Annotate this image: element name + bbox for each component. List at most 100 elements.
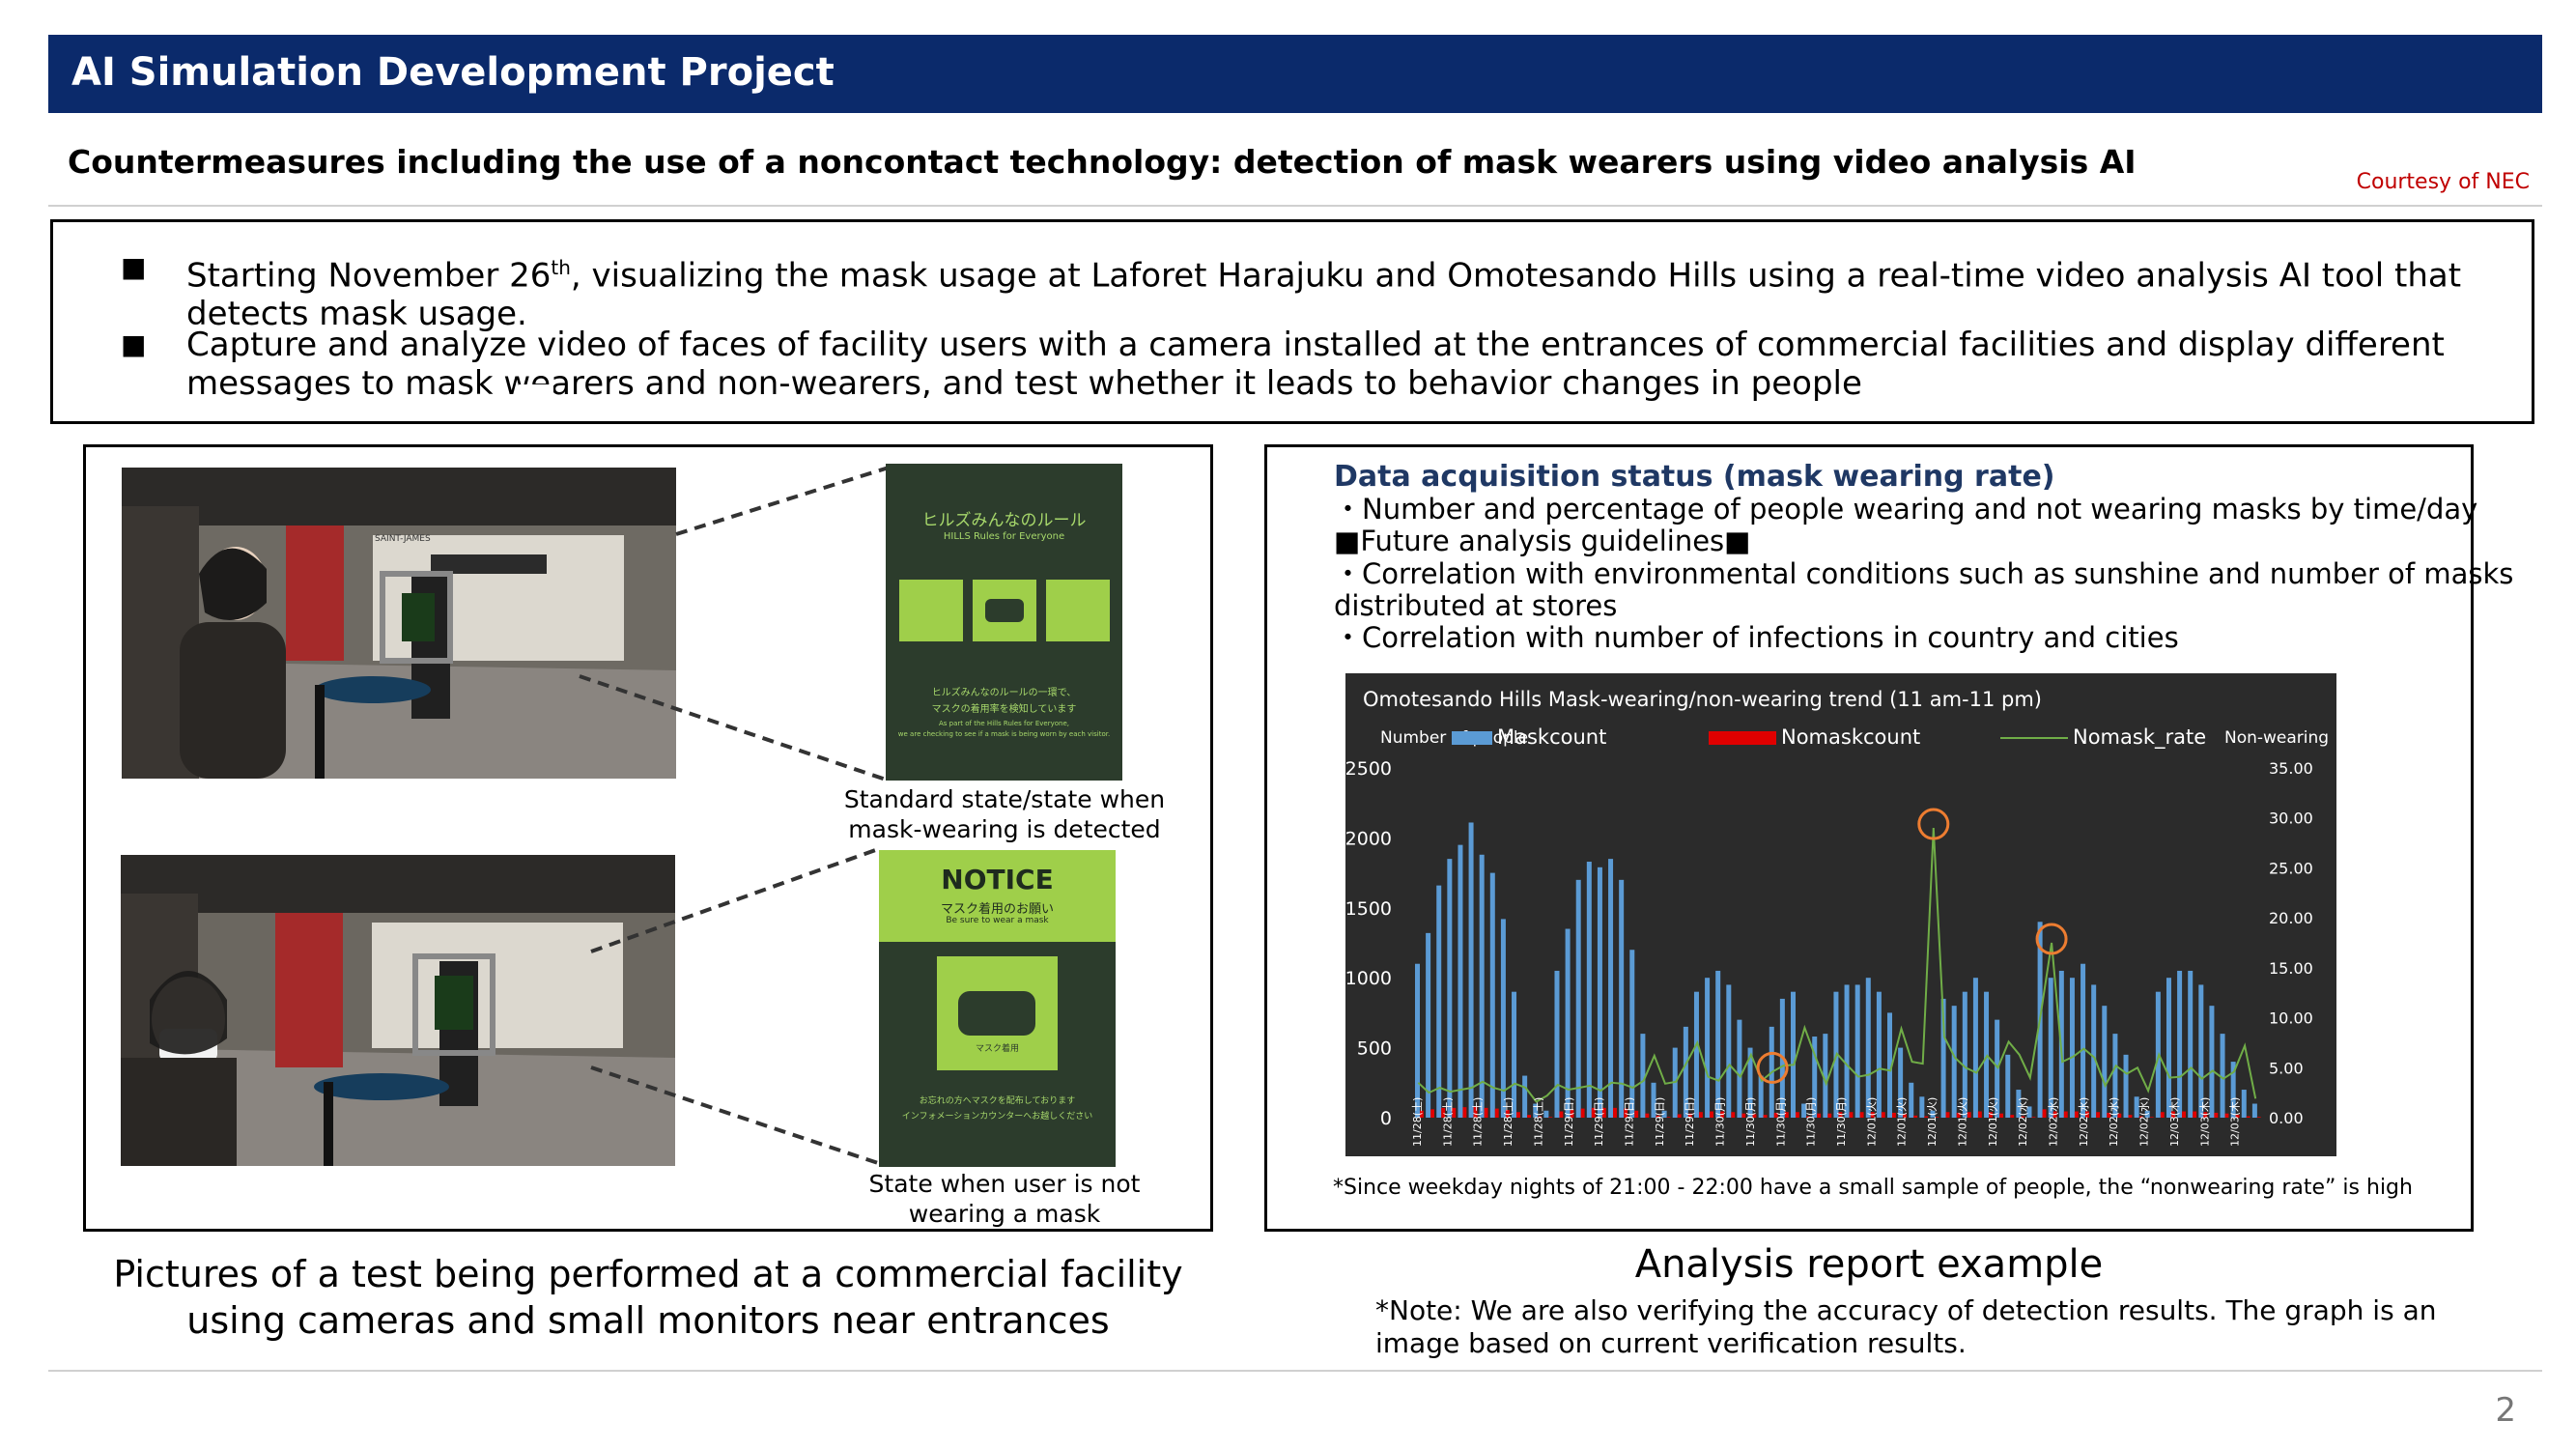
mask-count-bar: [1930, 1110, 1936, 1118]
mask-count-bar: [2230, 1062, 2236, 1118]
x-tick-label: 12/01(火): [1926, 1097, 1939, 1147]
no-mask-count-bar: [1849, 1112, 1854, 1118]
no-mask-count-bar: [2203, 1112, 2208, 1118]
footer-divider: [48, 1370, 2542, 1372]
mask-count-bar: [1500, 919, 1506, 1118]
no-mask-count-bar: [1527, 1115, 1532, 1118]
entrance-photo-1: [122, 468, 676, 779]
no-mask-count-bar: [1967, 1112, 1971, 1118]
page-number: 2: [2495, 1391, 2516, 1430]
x-tick-label: 11/28(土): [1502, 1097, 1514, 1147]
mask-count-bar: [2005, 1054, 2011, 1118]
x-tick-label: 12/01(火): [1956, 1097, 1968, 1147]
no-mask-count-bar: [1677, 1114, 1682, 1118]
legend-swatch-nomaskcount: [1709, 731, 1776, 745]
poster2-line4: お忘れの方へマスクを配布しております: [919, 1096, 1076, 1106]
mask-count-bar: [1972, 978, 1978, 1118]
chart-y2-axis-label: Non-wearing: [2224, 728, 2329, 748]
entrance-photo-1-illustration: [122, 468, 676, 779]
y2-tick-label: 5.00: [2269, 1059, 2304, 1077]
no-mask-count-bar: [1580, 1108, 1585, 1118]
mask-count-bar: [2166, 978, 2171, 1118]
legend-label-nomask-rate: Nomask_rate: [2073, 725, 2206, 750]
mask-count-bar: [1447, 859, 1453, 1118]
no-mask-count-bar: [2096, 1112, 2101, 1118]
mask-count-bar: [1962, 991, 1967, 1118]
mask-count-bar: [1651, 1082, 1656, 1118]
no-mask-count-bar: [1687, 1113, 1692, 1118]
no-mask-count-bar: [2074, 1111, 2079, 1118]
no-mask-count-bar: [1656, 1115, 1660, 1118]
analysis-panel: [1264, 444, 2474, 1232]
no-mask-count-bar: [1570, 1110, 1574, 1118]
no-mask-count-bar: [2182, 1111, 2186, 1118]
poster2-line2: Be sure to wear a mask: [946, 916, 1049, 925]
bullet-item: ■ Starting November 26th, visualizing th…: [121, 248, 2516, 333]
no-mask-count-bar: [1989, 1112, 1993, 1118]
no-mask-count-bar: [1505, 1110, 1510, 1118]
mask-count-bar: [1909, 1082, 1914, 1118]
verification-note: *Note: We are also verifying the accurac…: [1375, 1294, 2437, 1359]
photo-caption-line2: using cameras and small monitors near en…: [186, 1299, 1110, 1342]
mask-count-bar: [2251, 1103, 2257, 1118]
bullet-marker: ■: [121, 251, 147, 283]
y-tick-label: 1500: [1345, 898, 1392, 920]
legend-swatch-maskcount: [1452, 731, 1492, 745]
courtesy-note: Courtesy of NEC: [2356, 170, 2530, 194]
no-mask-count-bar: [1516, 1112, 1520, 1118]
mask-count-bar: [2188, 970, 2194, 1118]
mask-count-bar: [1597, 867, 1602, 1118]
mask-count-bar: [1984, 991, 1990, 1118]
header-divider: [48, 205, 2542, 207]
mask-count-bar: [1844, 984, 1850, 1118]
mask-icon: [973, 580, 1036, 641]
no-mask-count-bar: [1538, 1116, 1543, 1118]
no-mask-count-bar: [1441, 1107, 1446, 1118]
chart-title: Omotesando Hills Mask-wearing/non-wearin…: [1363, 688, 2042, 711]
no-mask-count-bar: [1956, 1112, 1961, 1118]
no-mask-count-bar: [1817, 1113, 1822, 1118]
mask-count-bar: [1693, 991, 1699, 1118]
bullet-marker: ■: [121, 328, 147, 360]
mask-count-bar: [1479, 854, 1485, 1118]
no-mask-count-bar: [1484, 1107, 1488, 1118]
no-mask-count-bar: [1494, 1108, 1499, 1118]
x-tick-label: 12/02(水): [2078, 1097, 2090, 1147]
no-mask-count-bar: [1784, 1112, 1789, 1118]
no-mask-count-bar: [1881, 1112, 1885, 1118]
y2-tick-label: 20.00: [2269, 909, 2313, 927]
mask-count-bar: [1586, 862, 1592, 1118]
mask-count-bar: [1951, 1006, 1957, 1118]
poster1-line3: As part of the Hills Rules for Everyone,: [939, 720, 1069, 727]
x-tick-label: 11/30(月): [1714, 1097, 1727, 1147]
mask-count-bar: [2016, 1090, 2022, 1118]
x-tick-label: 11/28(土): [1441, 1097, 1454, 1147]
analysis-panel-caption: Analysis report example: [1634, 1242, 2104, 1287]
no-mask-count-bar: [1645, 1113, 1650, 1118]
chart-footnote: *Since weekday nights of 21:00 - 22:00 h…: [1333, 1176, 2413, 1200]
page-subtitle: Countermeasures including the use of a n…: [68, 143, 2137, 181]
x-tick-label: 11/30(月): [1774, 1097, 1787, 1147]
mask-count-bar: [1426, 932, 1431, 1118]
bullet-text-end: , visualizing the mask usage at Laforet …: [186, 256, 2462, 334]
no-mask-count-bar: [1548, 1117, 1553, 1118]
mask-count-bar: [1436, 885, 1442, 1118]
x-tick-label: 11/29(日): [1593, 1097, 1605, 1147]
no-mask-count-bar: [1420, 1110, 1424, 1118]
mask-count-bar: [1812, 1037, 1818, 1118]
x-tick-label: 11/29(日): [1624, 1097, 1636, 1147]
y2-tick-label: 35.00: [2269, 759, 2313, 778]
mask-count-bar: [2112, 1034, 2118, 1118]
poster2-line1: マスク着用のお願い: [940, 902, 1054, 917]
mask-count-bar: [1415, 963, 1421, 1118]
no-mask-count-bar: [1763, 1115, 1768, 1118]
no-mask-count-bar: [2246, 1116, 2250, 1118]
entrance-photo-2: [121, 855, 675, 1166]
no-mask-count-bar: [1462, 1107, 1467, 1118]
mask-icon: [937, 956, 1058, 1070]
poster1-title: ヒルズみんなのルール: [921, 511, 1087, 530]
mask-count-bar: [1522, 1075, 1528, 1118]
photo-sign-text: SAINT-JAMES: [375, 534, 431, 544]
no-mask-count-bar: [1913, 1115, 1918, 1118]
x-tick-label: 11/30(月): [1805, 1097, 1818, 1147]
